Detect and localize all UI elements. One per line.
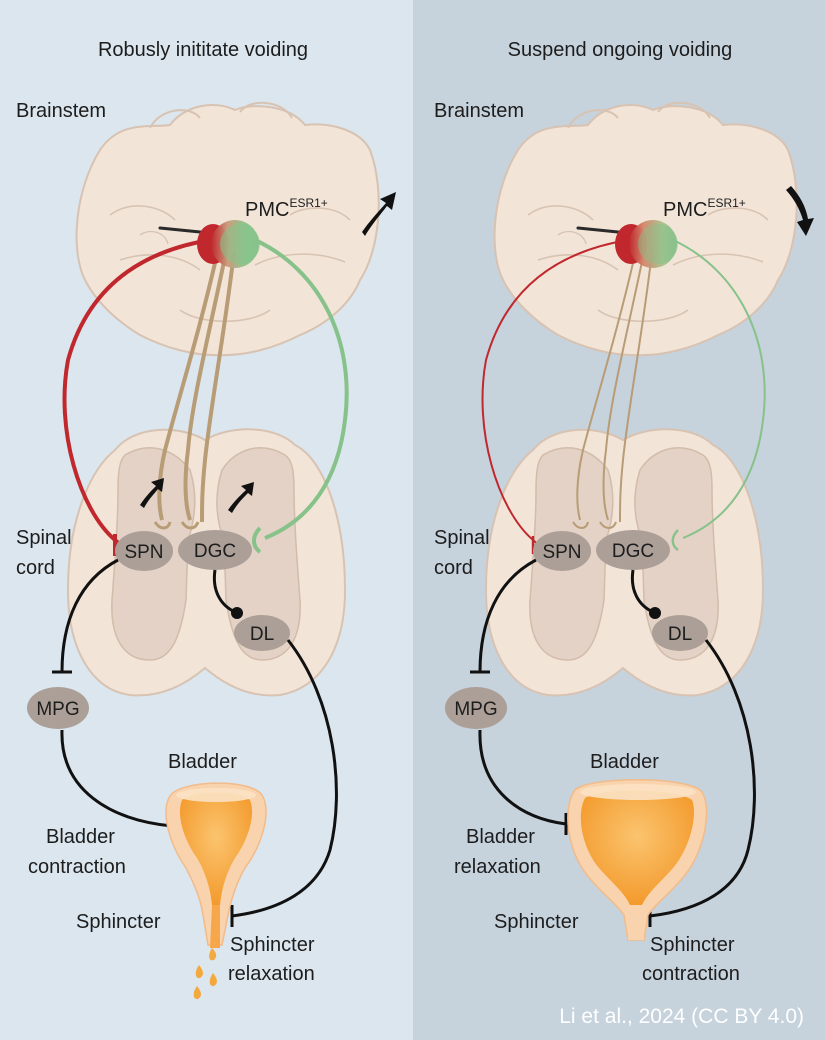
green-terminal: [671, 529, 679, 551]
mpg-node: MPG: [27, 687, 89, 729]
red-pathway: [62, 238, 211, 550]
mpg-to-bladder-connection: [478, 729, 567, 826]
spinal-cord-label-line2: cord: [434, 557, 473, 579]
pmc-label-text: PMC: [663, 199, 707, 221]
dgc-node: DGC: [178, 530, 252, 570]
sphincter-state-label-line2: contraction: [642, 963, 740, 985]
green-terminal: [252, 526, 262, 554]
pmc-label: PMCESR1+: [245, 196, 328, 221]
tan-terminals: [572, 521, 617, 529]
bladder-state-label-line2: relaxation: [454, 856, 541, 878]
dgc-node: DGC: [596, 530, 670, 570]
bladder-state-label-line2: contraction: [28, 856, 126, 878]
mpg-label: MPG: [454, 699, 497, 720]
image-credit: Li et al., 2024 (CC BY 4.0): [559, 1005, 804, 1028]
spn-label: SPN: [124, 542, 163, 563]
bladder-state-label-line1: Bladder: [466, 826, 535, 848]
tan-terminals: [153, 521, 200, 530]
sphincter-state-label-line1: Sphincter: [230, 934, 315, 956]
tan-pathway-2: [602, 251, 645, 521]
tan-pathway-3: [200, 251, 236, 523]
bladder-illustration-relaxed: [567, 779, 708, 941]
pmc-superscript: ESR1+: [289, 196, 327, 210]
dl-label: DL: [668, 624, 692, 645]
up-arrow-icon: [140, 478, 164, 508]
tan-pathway-1: [157, 249, 220, 521]
bladder-state-label-line1: Bladder: [46, 826, 115, 848]
mpg-to-bladder-connection: [60, 729, 173, 828]
dgc-to-dl-terminal: [649, 607, 661, 619]
dgc-to-dl-terminal: [231, 607, 243, 619]
tan-pathway-3: [619, 251, 653, 523]
dl-to-sphincter-connection: [231, 639, 338, 918]
panel-title: Robusly inititate voiding: [98, 39, 308, 61]
dl-label: DL: [250, 624, 274, 645]
pmc-label-text: PMC: [245, 199, 289, 221]
spn-to-mpg-connection: [478, 558, 537, 673]
spinal-cord-label-line1: Spinal: [434, 527, 490, 549]
sphincter-state-label-line2: relaxation: [228, 963, 315, 985]
sphincter-state-label-line1: Sphincter: [650, 934, 735, 956]
bladder-illustration-contracted: [165, 782, 267, 948]
spn-label: SPN: [542, 542, 581, 563]
down-arrow-icon: [786, 186, 814, 236]
brainstem-label: Brainstem: [16, 100, 106, 122]
brainstem-label: Brainstem: [434, 100, 524, 122]
dl-to-sphincter-connection: [649, 639, 756, 918]
green-pathway: [672, 239, 766, 539]
urine-droplets: [193, 948, 217, 1000]
up-arrow-icon: [228, 482, 254, 513]
pmc-label: PMCESR1+: [663, 196, 746, 221]
spinal-cord-label-line2: cord: [16, 557, 55, 579]
dgc-label: DGC: [194, 541, 236, 562]
dl-node: DL: [652, 615, 708, 651]
mpg-node: MPG: [445, 687, 507, 729]
dgc-to-dl-connection: [212, 569, 236, 614]
panel-title: Suspend ongoing voiding: [508, 39, 733, 61]
spinal-cord-label-line1: Spinal: [16, 527, 72, 549]
tan-pathway-1: [576, 249, 637, 521]
panel-suspend-voiding: Suspend ongoing voiding Brainstem PMCESR…: [434, 39, 814, 985]
up-arrow-icon: [362, 192, 396, 236]
pmc-green-nucleus: [629, 220, 677, 268]
spn-to-mpg-connection: [60, 558, 119, 673]
panel-initiate-voiding: Robusly inititate voiding Brainstem PMCE…: [16, 39, 396, 1000]
red-pathway: [481, 239, 629, 549]
pmc-superscript: ESR1+: [707, 196, 745, 210]
bladder-label: Bladder: [590, 751, 659, 773]
sphincter-label: Sphincter: [494, 911, 579, 933]
spn-node: SPN: [115, 531, 173, 571]
dgc-label: DGC: [612, 541, 654, 562]
dgc-to-dl-connection: [630, 569, 654, 614]
mpg-label: MPG: [36, 699, 79, 720]
dl-node: DL: [234, 615, 290, 651]
green-pathway: [254, 238, 349, 540]
sphincter-label: Sphincter: [76, 911, 161, 933]
spn-node: SPN: [533, 531, 591, 571]
bladder-label: Bladder: [168, 751, 237, 773]
tan-pathway-2: [183, 251, 228, 521]
